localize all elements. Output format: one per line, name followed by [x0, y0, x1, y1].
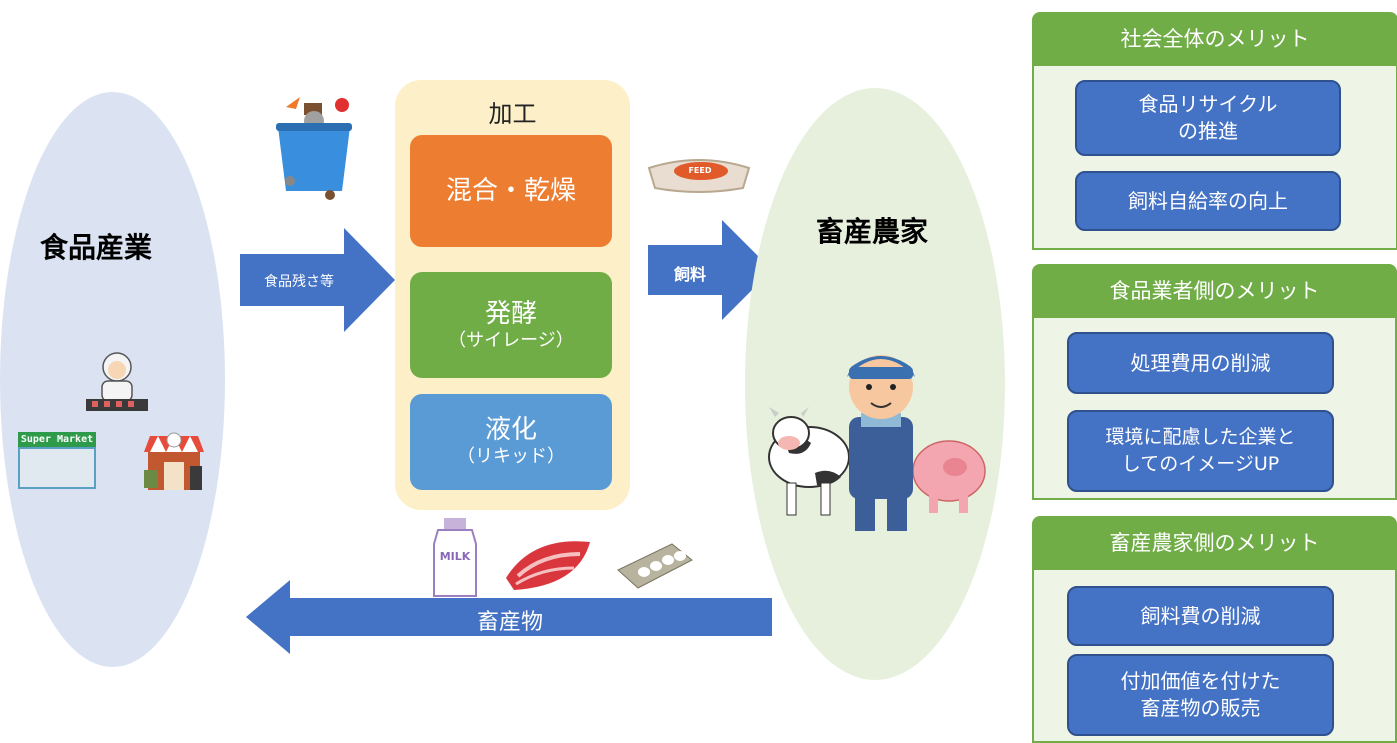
food-industry-title: 食品産業: [40, 231, 153, 264]
benefit-feed-cost-reduction: 飼料費の削減: [1067, 586, 1334, 646]
feed-arrow-label: 飼料: [673, 265, 706, 284]
benefit-eco-image: 環境に配慮した企業と してのイメージUP: [1067, 410, 1334, 492]
feed-bag-illustration: [647, 159, 751, 193]
benefit-header-livestock-farmer: 畜産農家側のメリット: [1032, 516, 1397, 570]
supermarket-sign: Super Market: [18, 432, 96, 447]
benefit-food-recycling: 食品リサイクル の推進: [1075, 80, 1341, 156]
food-waste-bin-illustration: [276, 97, 352, 200]
food-worker-illustration: [86, 352, 148, 411]
benefit-header-society: 社会全体のメリット: [1032, 12, 1397, 66]
eggs-illustration: [617, 543, 693, 589]
process-mix-dry: 混合・乾燥: [410, 135, 612, 247]
process-liquid-sub: （リキッド）: [457, 446, 565, 467]
meat-illustration: [506, 541, 590, 590]
process-liquid-label: 液化: [484, 415, 537, 445]
benefit-value-added-sales: 付加価値を付けた 畜産物の販売: [1067, 654, 1334, 736]
process-mix-dry-label: 混合・乾燥: [445, 176, 576, 206]
livestock-products-arrow-label: 畜産物: [476, 610, 543, 635]
process-ferment-label: 発酵: [484, 299, 537, 329]
milk-text: MILK: [439, 550, 471, 563]
farmer-cow-pig-illustration: [768, 355, 986, 531]
milk-illustration: [433, 518, 477, 597]
feed-arrow: [648, 220, 772, 320]
food-waste-arrow-label: 食品残さ等: [264, 274, 334, 290]
process-ferment: 発酵 （サイレージ）: [410, 272, 612, 378]
process-liquid: 液化 （リキッド）: [410, 394, 612, 490]
benefit-header-food-business: 食品業者側のメリット: [1032, 264, 1397, 318]
benefit-cost-reduction: 処理費用の削減: [1067, 332, 1334, 394]
livestock-products-arrow: [246, 580, 772, 654]
livestock-farmer-title: 畜産農家: [816, 215, 929, 248]
supermarket-illustration: Super Market: [18, 432, 96, 492]
process-ferment-sub: （サイレージ）: [448, 330, 574, 351]
food-waste-arrow: [240, 228, 395, 332]
benefit-feed-self-sufficiency: 飼料自給率の向上: [1075, 171, 1341, 231]
feed-bag-text: FEED: [688, 166, 712, 175]
processing-title: 加工: [488, 100, 537, 128]
shop-illustration: [144, 432, 204, 490]
